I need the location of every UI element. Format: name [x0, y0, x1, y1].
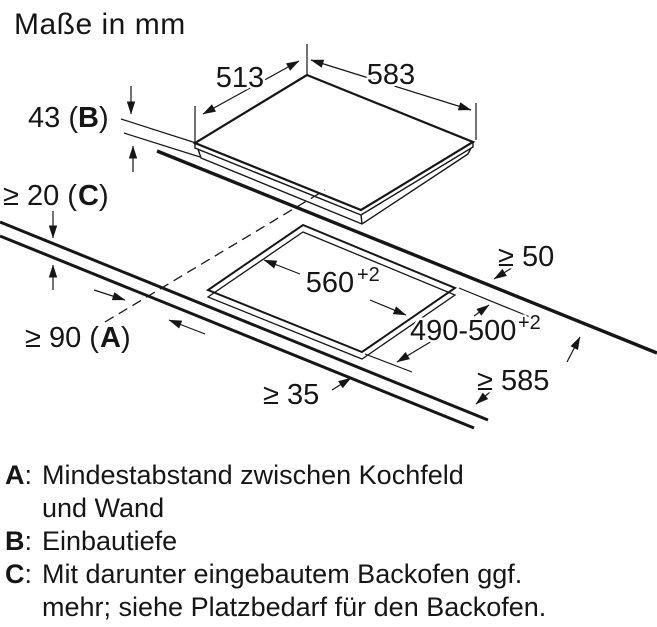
legend-item-C: C: Mit darunter eingebautem Backofen ggf.: [5, 558, 653, 591]
dim-43-label: 43 (: [28, 102, 78, 134]
dim-20-label: ≥ 20 (: [3, 180, 77, 212]
worktop-cutout: [205, 223, 531, 373]
dimension-560: 560 +2: [263, 259, 407, 316]
worktop-wall-edge-line: [156, 149, 657, 355]
dimension-490-500: 490-500 +2: [396, 304, 543, 363]
dim-560-label: 560: [306, 267, 354, 299]
dim-50-label: ≥ 50: [498, 241, 554, 273]
dimension-583: 583: [310, 57, 477, 140]
legend-item-A: A: Mindestabstand zwischen Kochfeld: [5, 459, 653, 492]
projection-dashed-line: [104, 189, 326, 323]
svg-text:A: A: [100, 322, 121, 354]
hob: [120, 73, 476, 225]
svg-text:+2: +2: [518, 312, 541, 334]
dimension-35: ≥ 35: [261, 377, 352, 414]
svg-text:): ): [121, 322, 131, 354]
svg-text:): ): [99, 180, 109, 212]
legend-key-A: A:: [5, 460, 33, 490]
legend-key-C: C:: [5, 559, 33, 589]
dim-583-label: 583: [367, 59, 415, 91]
dim-585-label: ≥ 585: [477, 365, 549, 397]
dimension-50: ≥ 50: [493, 239, 557, 280]
hob-depth-extension-bottom: [123, 132, 201, 158]
cutout-front-extension-line: [364, 353, 413, 373]
legend-item-B: B: Einbautiefe: [5, 525, 653, 558]
svg-text:B: B: [78, 102, 99, 134]
legend-text-A-cont: und Wand: [42, 493, 165, 523]
dim-35-label: ≥ 35: [263, 379, 319, 411]
installation-diagram: 513 583 43 ( B ) ≥ 20 ( C ) 560: [0, 44, 657, 430]
legend-text-C-cont: mehr; siehe Platzbedarf für den Backofen…: [42, 592, 547, 622]
worktop-front-edge-line: [0, 220, 489, 430]
dim-490-500-label: 490-500: [410, 315, 516, 347]
legend-text-C: Mit darunter eingebautem Backofen ggf.: [42, 559, 523, 589]
svg-text:): ): [99, 102, 109, 134]
dimension-585: ≥ 585: [475, 336, 581, 405]
hob-depth-extension-top: [120, 118, 197, 144]
legend-key-B: B:: [5, 526, 33, 556]
dimension-513: 513: [194, 44, 308, 146]
dimension-90-A: ≥ 90 ( A ): [23, 289, 206, 357]
svg-text:C: C: [78, 180, 99, 212]
dimension-20-C: ≥ 20 ( C ): [1, 178, 111, 290]
hob-glass-top: [192, 73, 476, 212]
legend-text-B: Einbautiefe: [42, 526, 178, 556]
legend: A: Mindestabstand zwischen Kochfeld und W…: [5, 459, 653, 624]
svg-text:+2: +2: [357, 264, 380, 286]
legend-text-A: Mindestabstand zwischen Kochfeld: [42, 460, 464, 490]
dimension-43-B: 43 ( B ): [26, 86, 138, 172]
page-title: Maße in mm: [14, 8, 186, 41]
dim-90-label: ≥ 90 (: [25, 322, 99, 354]
dim-513-label: 513: [216, 62, 264, 94]
hob-body: [197, 147, 472, 225]
cutout-right-extension-line: [458, 287, 531, 318]
